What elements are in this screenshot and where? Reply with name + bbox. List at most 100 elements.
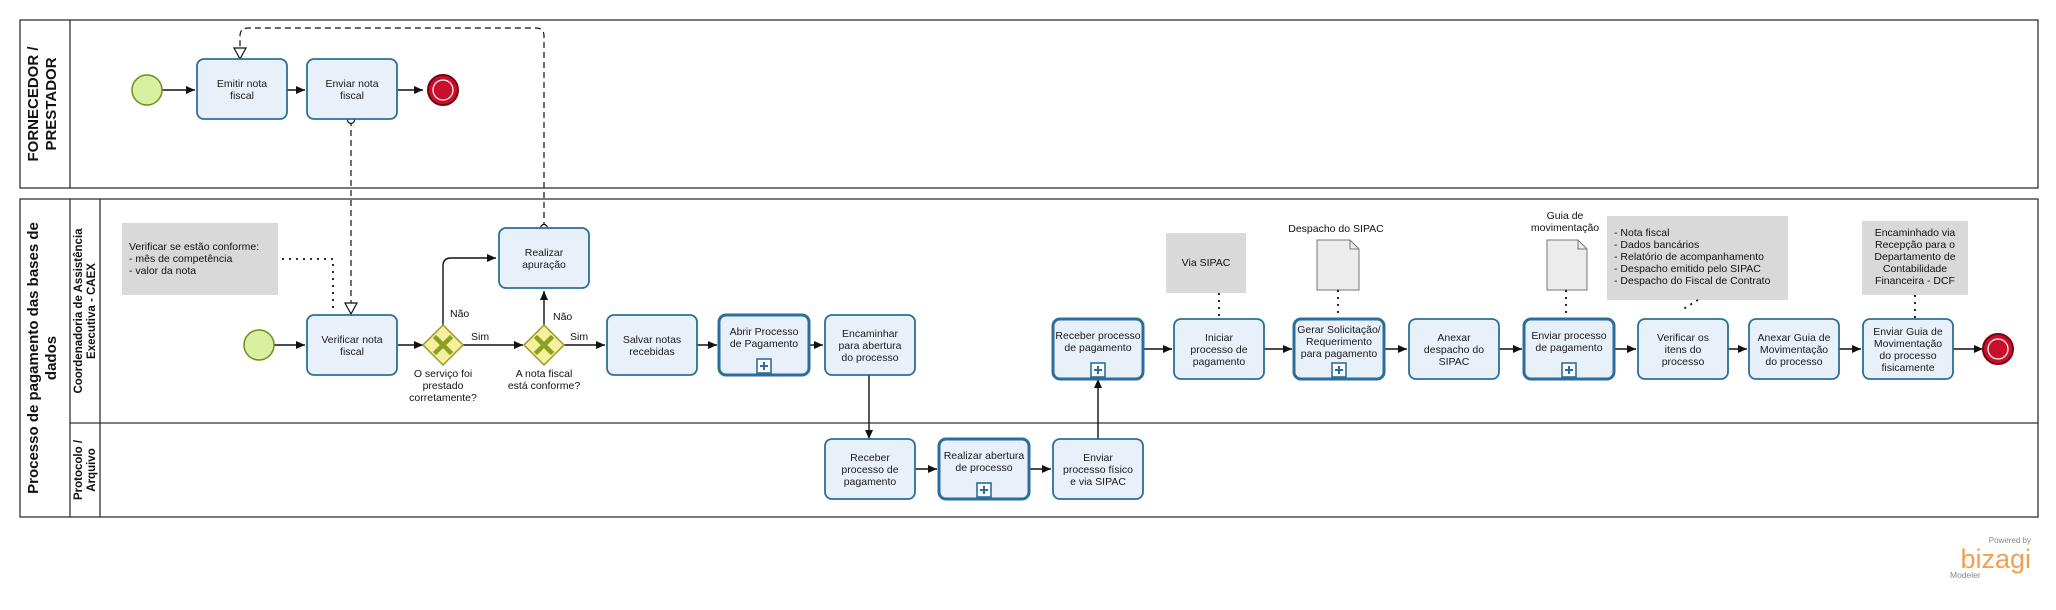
task-label: Realizar abertura (944, 450, 1025, 462)
task-box[interactable] (498, 227, 590, 289)
task-box[interactable] (824, 314, 916, 376)
task-box[interactable] (306, 314, 398, 376)
task-label: Verificar os (1657, 332, 1709, 344)
annotation-line: - Dados bancários (1614, 239, 1699, 251)
annotation-verificar: Verificar se estão conforme: - mês de co… (122, 223, 278, 295)
task-label: Enviar (1083, 452, 1113, 464)
task-label: do processo (1765, 356, 1822, 368)
plus-square-icon[interactable] (1331, 362, 1347, 378)
task-label: processo de (1190, 344, 1247, 356)
gateway-question: prestado (423, 380, 464, 392)
task-label: Emitir nota (217, 78, 267, 90)
task-box[interactable] (606, 314, 698, 376)
task-label: do processo (1879, 350, 1936, 362)
task-label: Receber (850, 452, 890, 464)
annotation-line: - Despacho emitido pelo SIPAC (1614, 263, 1761, 275)
gateway-nota-conforme: A nota fiscal está conforme? Não Sim (508, 311, 589, 392)
pool-label-line1: FORNECEDOR / (25, 46, 42, 162)
task-box[interactable] (1748, 318, 1840, 380)
annotation-itens: - Nota fiscal - Dados bancários - Relató… (1607, 216, 1788, 300)
lane-caex-line1: Coordenadoria de Assistência (73, 228, 85, 394)
task-label: Anexar Guia de (1758, 332, 1831, 344)
annotation-line: - mês de competência (129, 253, 232, 265)
plus-square-icon[interactable] (1561, 362, 1577, 378)
gateway-question: corretamente? (409, 392, 477, 404)
annotation-line: - valor da nota (129, 265, 196, 277)
annotation-line: Encaminhado via (1875, 227, 1956, 239)
bizagi-logo-text: bizagi (1960, 544, 2031, 574)
task-label: Encaminhar (842, 328, 899, 340)
task-box[interactable] (1522, 317, 1616, 381)
task-label: Realizar (525, 247, 564, 259)
plus-square-icon[interactable] (1090, 362, 1106, 378)
task-box[interactable] (1052, 438, 1144, 500)
powered-by-text: Powered by (1989, 536, 2031, 545)
annotation-line: Recepção para o (1875, 239, 1955, 251)
gateway-yes-label: Sim (471, 331, 489, 343)
task-box[interactable] (1408, 318, 1500, 380)
task-box[interactable] (1051, 317, 1145, 381)
task-label: fisicamente (1881, 362, 1934, 374)
modeler-text: Modeler (1950, 570, 1981, 580)
task-box[interactable] (306, 58, 398, 120)
task-label: para abertura (838, 340, 901, 352)
task-box[interactable] (1292, 317, 1386, 381)
task-label: pagamento (844, 476, 897, 488)
task-label: Enviar processo (1531, 330, 1606, 342)
annotation-line: Verificar se estão conforme: (129, 241, 259, 253)
task-label: processo (1662, 356, 1705, 368)
task-label: Abrir Processo (730, 326, 799, 338)
task-box[interactable] (1173, 318, 1265, 380)
task-label: Salvar notas (623, 334, 681, 346)
document-icon (1316, 239, 1360, 291)
document-label: Despacho do SIPAC (1288, 223, 1384, 235)
task-label: para pagamento (1301, 348, 1378, 360)
plus-square-icon[interactable] (976, 482, 992, 498)
task-box[interactable] (1637, 318, 1729, 380)
bizagi-logo: Powered by bizagi Modeler (1950, 536, 2031, 580)
pool-label-line1: Processo de pagamento das bases de (25, 222, 42, 494)
task-label: despacho do (1424, 344, 1484, 356)
gateway-yes-label: Sim (570, 331, 588, 343)
task-box[interactable] (717, 313, 811, 377)
task-box[interactable] (824, 438, 916, 500)
pool-label-line2: PRESTADOR (43, 57, 60, 150)
task-label: SIPAC (1439, 356, 1470, 368)
start-event (131, 74, 163, 106)
annotation-line: Via SIPAC (1182, 257, 1231, 269)
task-label: fiscal (230, 90, 254, 102)
task-label: Receber processo (1055, 330, 1140, 342)
task-box[interactable] (937, 437, 1031, 501)
task-label: de pagamento (1064, 342, 1131, 354)
document-guia: Guia de movimentação (1531, 210, 1599, 291)
task-box[interactable] (1862, 318, 1954, 380)
pool-label-line2: dados (43, 336, 60, 380)
document-icon (1546, 239, 1588, 291)
task-box[interactable] (196, 58, 288, 120)
annotation-encaminhado: Encaminhado via Recepção para o Departam… (1862, 221, 1968, 295)
task-label: de pagamento (1535, 342, 1602, 354)
task-label: Enviar nota (325, 78, 378, 90)
end-event (427, 74, 459, 106)
plus-square-icon[interactable] (756, 358, 772, 374)
